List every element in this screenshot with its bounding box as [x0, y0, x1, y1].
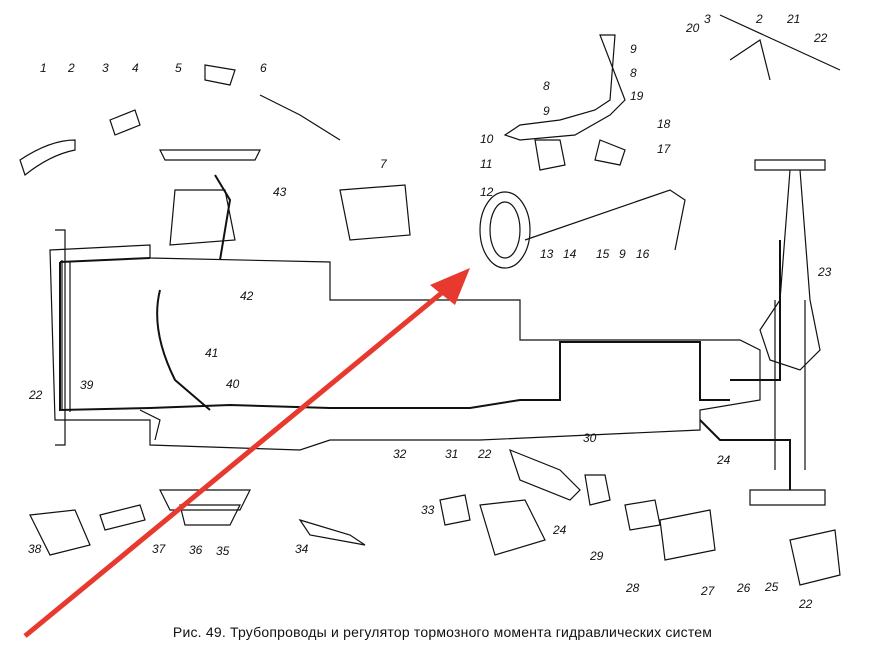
callout-number: 14 — [563, 247, 577, 261]
callout-number: 26 — [736, 581, 751, 595]
callout-number: 13 — [540, 247, 554, 261]
callout-number: 30 — [583, 431, 597, 445]
callout-number: 6 — [260, 61, 267, 75]
callout-number: 36 — [189, 543, 203, 557]
callout-number: 15 — [596, 247, 610, 261]
callout-number: 38 — [28, 542, 42, 556]
callout-number: 23 — [817, 265, 832, 279]
callout-number: 16 — [636, 247, 650, 261]
callout-number: 32 — [393, 447, 407, 461]
callout-number: 8 — [630, 66, 637, 80]
callout-number: 19 — [630, 89, 644, 103]
callout-number: 3 — [102, 61, 109, 75]
red-arrow — [23, 268, 470, 638]
callout-number: 41 — [205, 346, 218, 360]
callout-number: 18 — [657, 117, 671, 131]
callout-number: 10 — [480, 132, 494, 146]
callout-number: 17 — [657, 142, 672, 156]
callout-number: 12 — [480, 185, 494, 199]
callout-number: 22 — [798, 597, 813, 611]
callout-number: 25 — [764, 580, 779, 594]
callout-number: 9 — [619, 247, 626, 261]
callout-number: 8 — [543, 79, 550, 93]
brake-pipes — [59, 174, 791, 490]
callout-number: 31 — [445, 447, 458, 461]
callout-number: 37 — [152, 542, 167, 556]
callout-number: 43 — [273, 185, 287, 199]
callout-number: 9 — [543, 104, 550, 118]
callout-number: 22 — [813, 31, 828, 45]
callout-number: 33 — [421, 503, 435, 517]
figure-caption: Рис. 49. Трубопроводы и регулятор тормоз… — [172, 624, 713, 640]
callout-number: 4 — [132, 61, 139, 75]
callout-number: 2 — [755, 12, 763, 26]
callout-number: 39 — [80, 378, 94, 392]
callout-number: 40 — [226, 377, 240, 391]
callout-number: 35 — [216, 544, 230, 558]
callout-number: 7 — [380, 157, 388, 171]
chassis-outline — [19, 14, 841, 586]
callout-number: 28 — [625, 581, 640, 595]
callout-number: 24 — [716, 453, 731, 467]
callout-number: 3 — [704, 12, 711, 26]
callout-number: 42 — [240, 289, 254, 303]
callout-number: 20 — [685, 21, 700, 35]
callout-number: 29 — [589, 549, 604, 563]
callout-number: 11 — [480, 157, 492, 171]
callout-number: 34 — [295, 542, 309, 556]
callout-number: 22 — [28, 388, 43, 402]
callout-number: 2 — [67, 61, 75, 75]
callout-number: 1 — [40, 61, 47, 75]
callout-number: 5 — [175, 61, 182, 75]
callout-number: 24 — [552, 523, 567, 537]
callout-number: 22 — [477, 447, 492, 461]
callout-number: 21 — [786, 12, 800, 26]
callout-number: 9 — [630, 42, 637, 56]
callout-number: 27 — [700, 584, 716, 598]
